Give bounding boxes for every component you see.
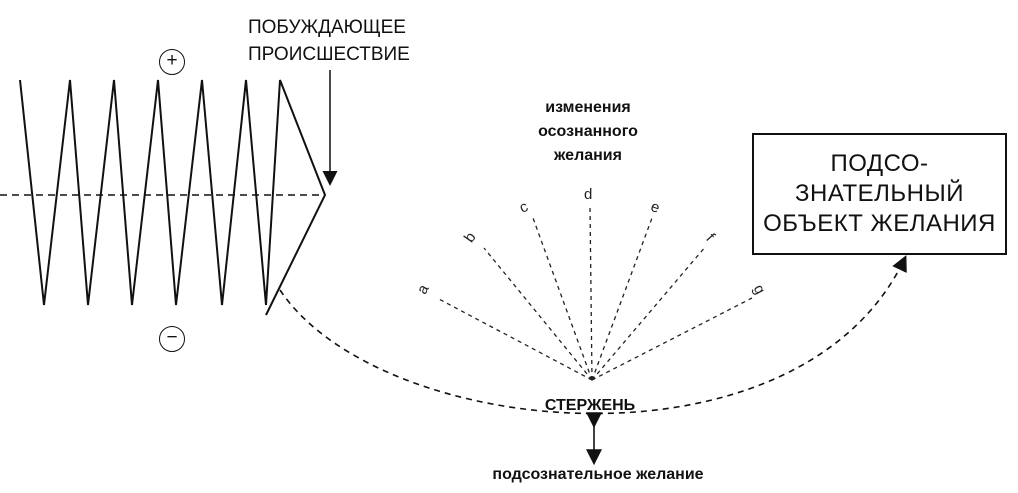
inciting-line-1: ПОБУЖДАЮЩЕЕ: [248, 17, 406, 38]
unconscious-desire-label: подсознательное желание: [492, 466, 704, 483]
core-label: СТЕРЖЕНЬ: [544, 397, 636, 414]
plus-sign: +: [159, 49, 185, 75]
changes-line-1: изменения: [545, 99, 631, 116]
ray-a: [436, 297, 593, 381]
spine-arc: [279, 255, 907, 415]
unconscious-object-box: ПОДСО- ЗНАТЕЛЬНЫЙ ОБЪЕКТ ЖЕЛАНИЯ: [752, 133, 1007, 255]
zigzag-line: [19, 79, 327, 316]
ray-d: [589, 205, 593, 381]
ray-label-d: d: [584, 186, 593, 203]
inciting-line-2: ПРОИСШЕСТВИЕ: [248, 44, 410, 65]
ray-c: [532, 217, 593, 381]
ray-e: [591, 217, 653, 381]
changes-line-3: желания: [554, 147, 622, 164]
changes-label: изменения осознанного желания: [500, 96, 676, 168]
ray-f: [591, 245, 707, 381]
object-line-3: ОБЪЕКТ ЖЕЛАНИЯ: [763, 210, 996, 237]
changes-line-2: осознанного: [538, 123, 638, 140]
conscious-desire-rays: [436, 205, 753, 381]
object-line-1: ПОДСО-: [830, 150, 929, 177]
object-line-2: ЗНАТЕЛЬНЫЙ: [795, 180, 964, 207]
minus-sign: −: [159, 326, 185, 352]
ray-b: [483, 247, 593, 381]
ray-g: [591, 297, 753, 381]
inciting-incident-label: ПОБУЖДАЮЩЕЕ ПРОИСШЕСТВИЕ: [248, 14, 410, 68]
